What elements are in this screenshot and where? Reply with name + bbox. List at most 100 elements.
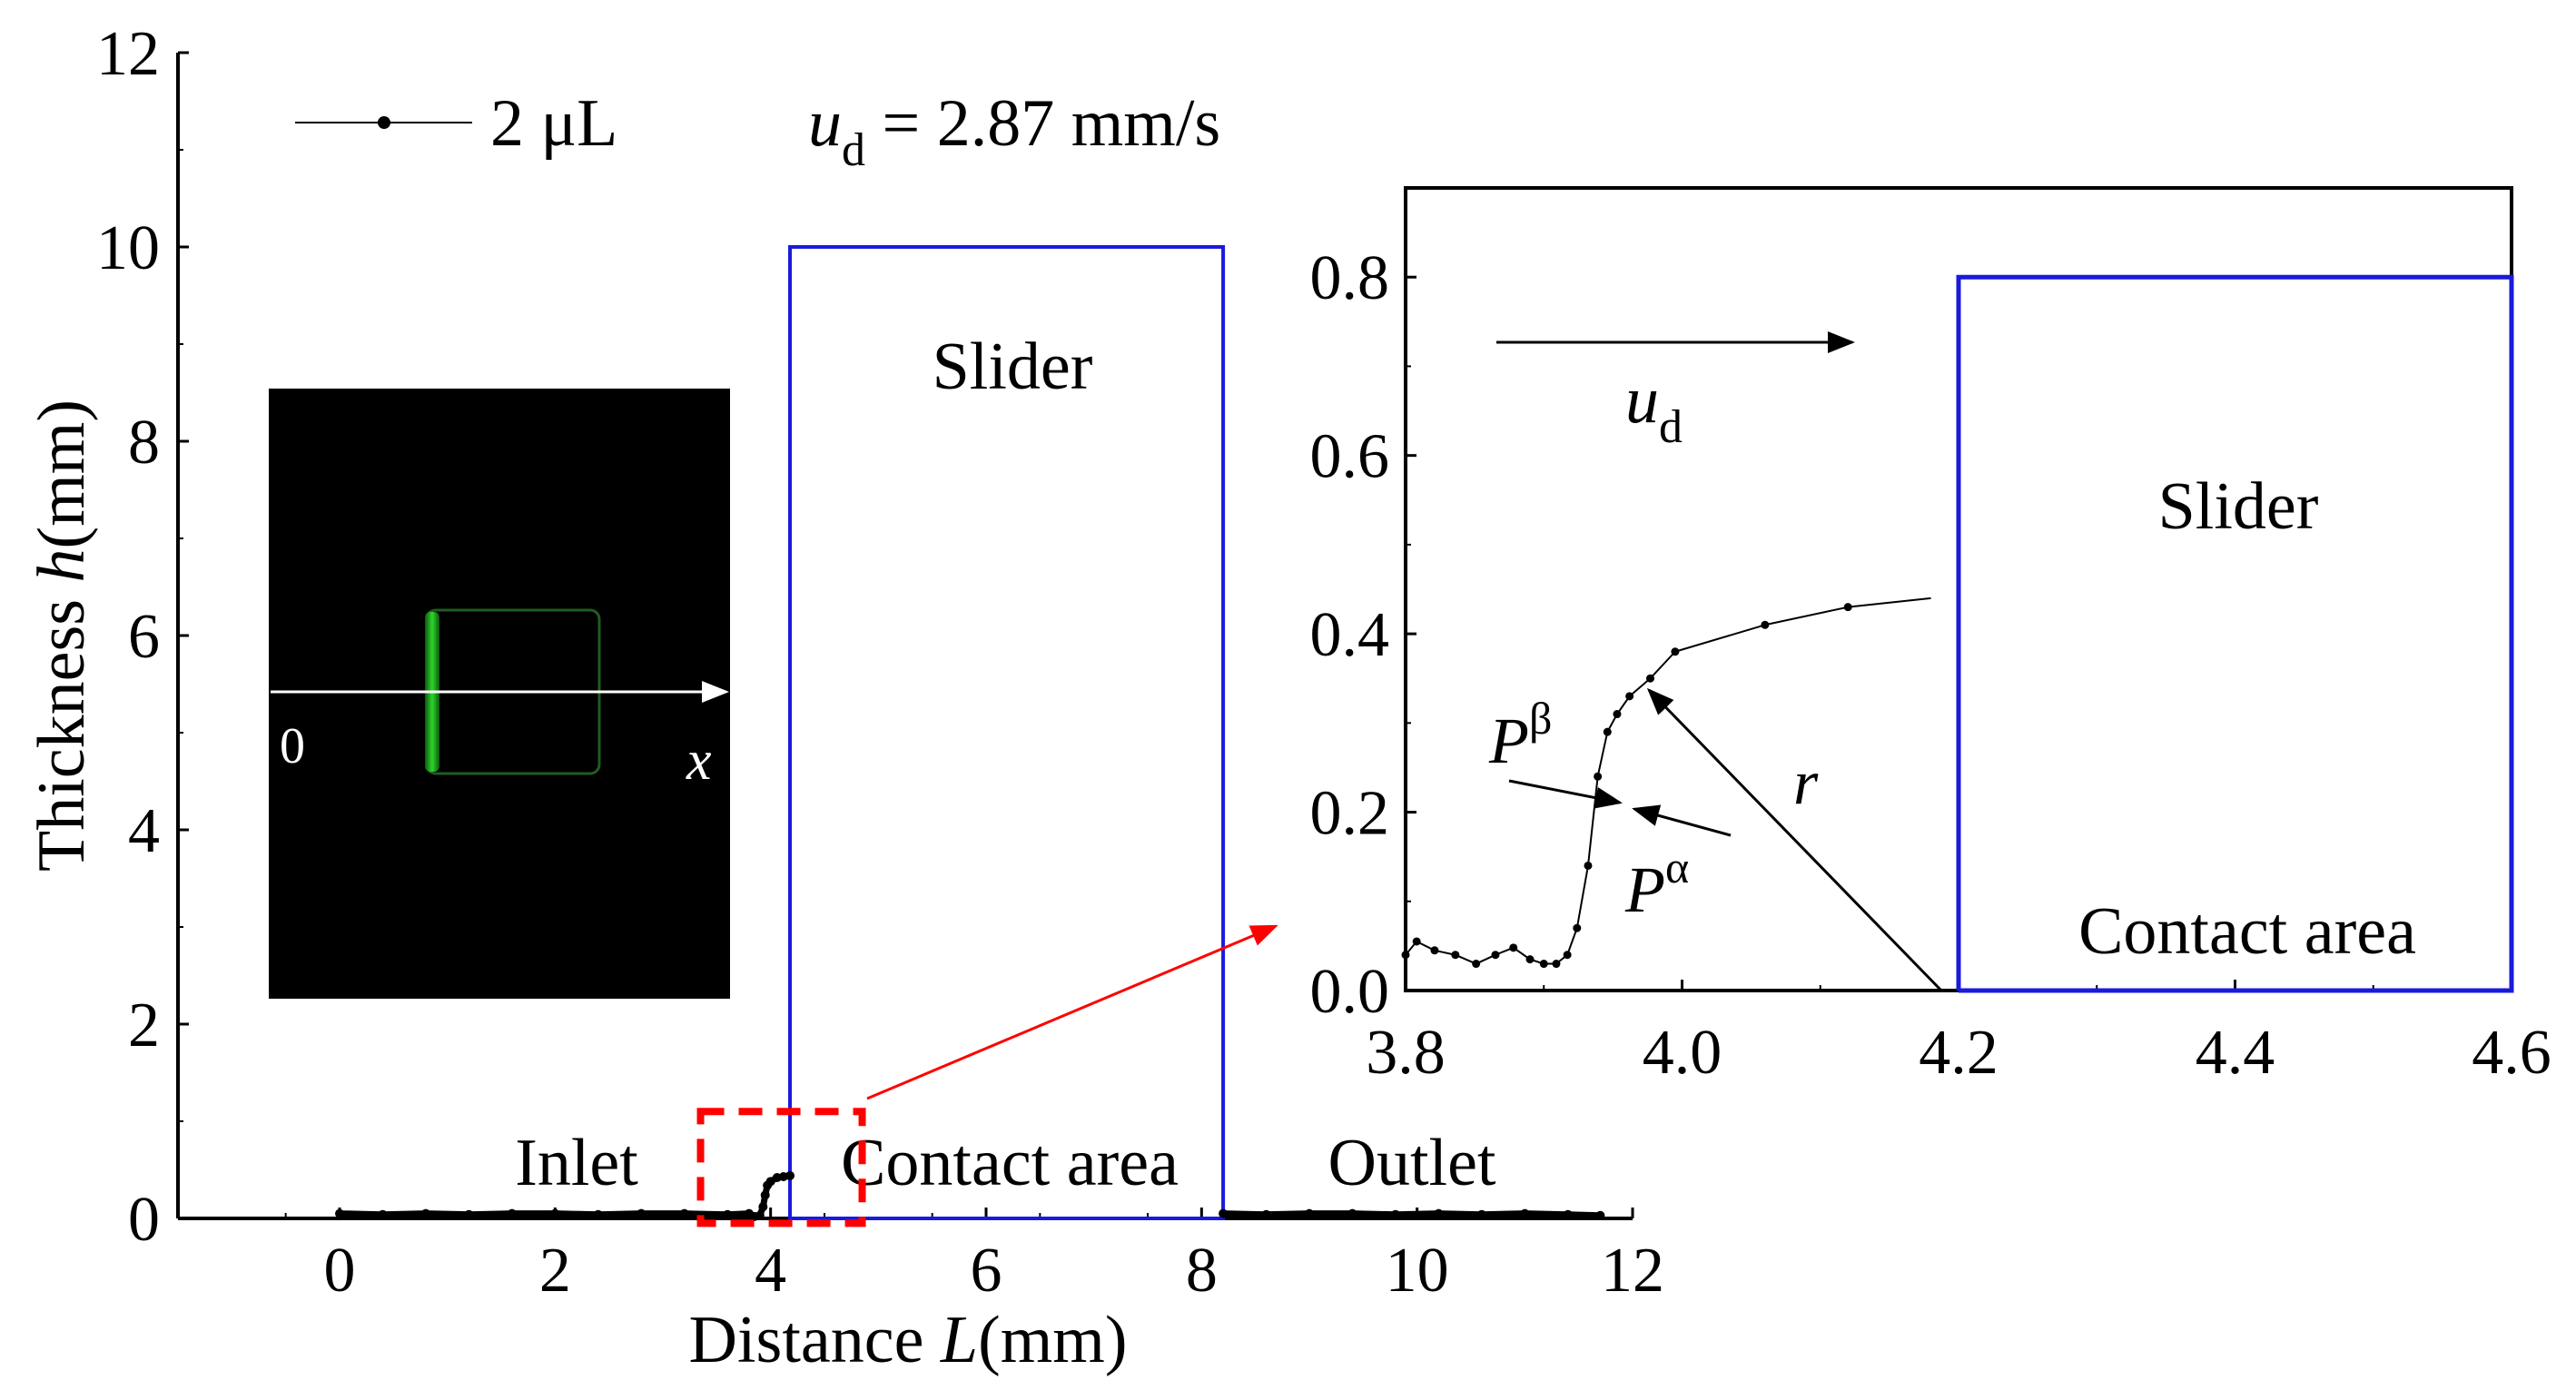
inset-photo-zero-label: 0 [280,718,305,774]
main-slider-label: Slider [933,330,1093,404]
radius-label: r [1793,748,1819,818]
main-data-point [1520,1208,1530,1218]
inset-data-point [1430,946,1439,955]
inset-y-tick-label: 0.6 [1310,422,1390,492]
main-x-tick-label: 2 [539,1236,571,1306]
main-data-point [1347,1208,1357,1218]
main-data-point [420,1208,430,1218]
main-data-point [755,1210,765,1220]
main-data-point [1563,1209,1573,1219]
pressure-beta-arrow [1508,779,1623,809]
radius-arrow [1646,687,1943,992]
main-data-point [679,1208,689,1218]
inset-y-tick-label: 0.2 [1310,779,1390,849]
inset-y-tick-label: 0.0 [1310,957,1390,1027]
inset-series-line [1405,596,1931,965]
main-data-point [1390,1209,1400,1219]
inset-data-point [1563,951,1572,960]
pressure-beta-label: Pβ [1488,693,1552,777]
inset-data-point [1645,674,1654,683]
main-data-point [723,1209,733,1219]
main-data-point [335,1208,344,1218]
legend-label: 2 μL [490,86,617,161]
main-data-point [1219,1208,1229,1218]
inset-y-tick-label: 0.4 [1310,600,1390,670]
inset-data-point [1671,647,1680,656]
inset-x-tick-label: 4.0 [1643,1018,1722,1088]
main-data-point [1261,1209,1271,1219]
main-data-point [758,1202,768,1212]
legend-marker-swatch [378,116,390,129]
main-data-point [593,1209,603,1219]
main-x-tick-label: 6 [971,1236,1002,1306]
outlet-label: Outlet [1328,1126,1496,1200]
inset-data-point [1843,603,1852,612]
inlet-label: Inlet [515,1126,638,1200]
inset-data-point [1603,727,1612,736]
main-data-point [507,1208,517,1218]
inset-data-point [1401,951,1410,960]
main-x-tick-label: 0 [324,1236,356,1306]
main-y-tick-label: 8 [128,408,160,478]
inset-data-point [1573,923,1582,932]
main-data-point [785,1170,795,1180]
inset-slider-label: Slider [2158,469,2319,544]
inset-data-point [1472,960,1481,969]
inset-chart: 3.8 4.0 4.2 4.4 4.6 0.0 0.2 0.4 0.6 0.8 ud Slider… [1310,186,2551,1088]
pressure-alpha-label: Pα [1624,842,1689,926]
inset-x-tick-label: 4.4 [2196,1018,2275,1088]
main-data-point [1595,1210,1605,1220]
inset-data-point [1594,772,1603,781]
inset-tick-labels: 3.8 4.0 4.2 4.4 4.6 0.0 0.2 0.4 0.6 0.8 [1310,243,2551,1088]
inset-series [1401,596,1931,969]
inset-data-point [1625,692,1634,701]
main-data-point [378,1209,388,1219]
main-x-tick-label: 8 [1186,1236,1218,1306]
main-y-tick-label: 2 [128,991,160,1060]
inset-y-tick-label: 0.8 [1310,243,1390,313]
inset-data-point [1613,710,1622,719]
main-data-point [1434,1208,1444,1218]
main-y-axis-title: Thickness h(mm) [25,399,99,872]
inset-x-tick-label: 3.8 [1366,1018,1446,1088]
pressure-alpha-arrow [1632,804,1732,837]
inset-data-point [1552,960,1561,969]
main-x-axis-title: Distance L(mm) [689,1303,1128,1377]
main-series-line [1222,1210,1601,1219]
inset-slider-outline [1956,274,2514,993]
inset-contact-area-label: Contact area [2078,894,2416,969]
main-y-tick-label: 6 [128,602,160,672]
inset-x-tick-label: 4.2 [1919,1018,1999,1088]
inset-data-point [1584,861,1593,870]
inset-data-point [1539,960,1548,969]
main-contact-area-label: Contact area [841,1126,1179,1200]
inset-data-point [1451,951,1460,960]
inset-photo: 0 x [269,389,730,999]
inset-velocity-label: ud [1625,363,1683,453]
inset-data-point [1525,955,1535,964]
zoom-arrow [866,924,1278,1100]
inset-data-point [1412,937,1421,946]
main-y-tick-label: 0 [128,1185,160,1255]
velocity-annotation: ud = 2.87 mm/s [808,86,1220,176]
main-x-tick-label: 12 [1601,1236,1664,1306]
main-data-point [550,1208,560,1218]
main-data-point [760,1190,770,1200]
main-data-point [1305,1208,1314,1218]
zoom-box [696,1108,866,1227]
main-series [335,1170,1605,1221]
main-legend: 2 μL [295,86,617,161]
main-x-tick-label: 10 [1386,1236,1449,1306]
inset-photo-x-label: x [686,730,712,792]
main-data-point [464,1209,474,1219]
main-y-tick-label: 12 [96,19,160,89]
inset-photo-background [269,389,730,999]
main-x-tick-label: 4 [755,1236,786,1306]
main-data-point [1476,1209,1486,1219]
inset-data-point [1509,943,1518,952]
inset-x-tick-label: 4.6 [2472,1018,2551,1088]
main-slider-rect [788,245,1226,1220]
